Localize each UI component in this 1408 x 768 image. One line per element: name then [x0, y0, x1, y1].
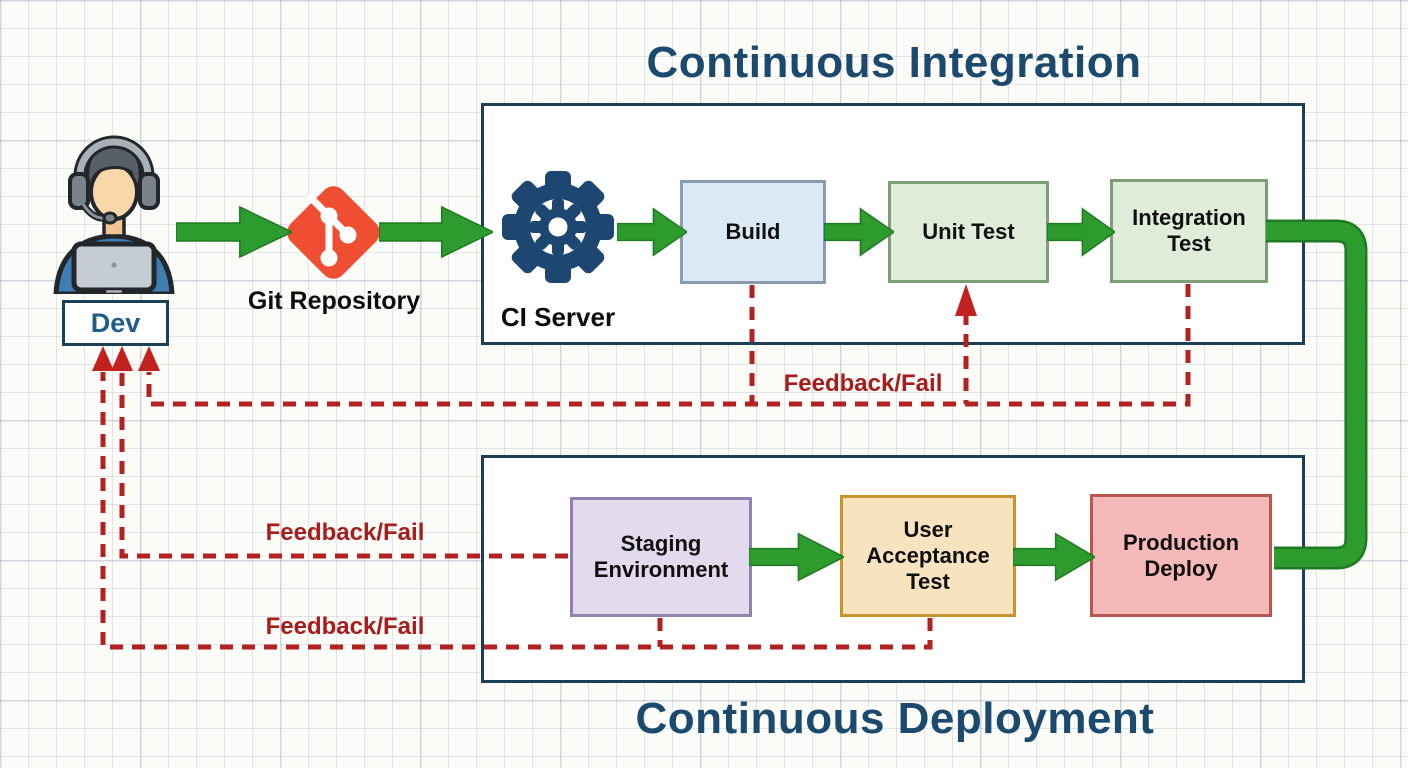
production-deploy-box: Production Deploy: [1090, 494, 1272, 617]
arrow-ciserver-to-build: [617, 206, 687, 258]
git-logo-icon: [287, 186, 380, 279]
developer-headset-icon: [53, 135, 175, 294]
unit-test-box: Unit Test: [888, 181, 1049, 283]
staging-environment-box: Staging Environment: [570, 497, 752, 617]
build-label: Build: [725, 219, 781, 245]
user-acceptance-test-box: User Acceptance Test: [840, 495, 1016, 617]
gear-icon: [502, 171, 614, 283]
user-acceptance-test-label: User Acceptance Test: [866, 517, 990, 594]
git-repository-label: Git Repository: [247, 287, 421, 315]
arrow-dev-to-git: [176, 204, 292, 260]
integration-test-label: Integration Test: [1132, 205, 1246, 256]
integration-test-box: Integration Test: [1110, 179, 1268, 283]
arrow-build-to-unittest: [824, 206, 894, 258]
production-deploy-label: Production Deploy: [1122, 529, 1240, 581]
feedback-arrowhead-left: [92, 346, 114, 371]
arrow-staging-to-uat: [749, 531, 844, 583]
feedback-arrowhead-middle: [111, 346, 133, 371]
feedback-fail-uat-label: Feedback/Fail: [265, 613, 425, 640]
arrow-unittest-to-integrationtest: [1047, 206, 1115, 258]
build-box: Build: [680, 180, 826, 284]
feedback-arrowhead-right: [138, 346, 160, 371]
arrow-uat-to-production: [1013, 531, 1095, 583]
dev-label-box: Dev: [62, 300, 169, 346]
unit-test-label: Unit Test: [922, 219, 1015, 245]
continuous-integration-title: Continuous Integration: [646, 38, 1142, 87]
feedback-fail-staging-label: Feedback/Fail: [265, 519, 425, 546]
ci-server-label: CI Server: [500, 302, 616, 332]
continuous-deployment-title: Continuous Deployment: [635, 694, 1155, 743]
feedback-fail-ci-label: Feedback/Fail: [783, 370, 943, 397]
arrow-git-to-ciserver: [379, 204, 493, 260]
staging-environment-label: Staging Environment: [593, 531, 729, 582]
dev-label: Dev: [90, 307, 141, 338]
